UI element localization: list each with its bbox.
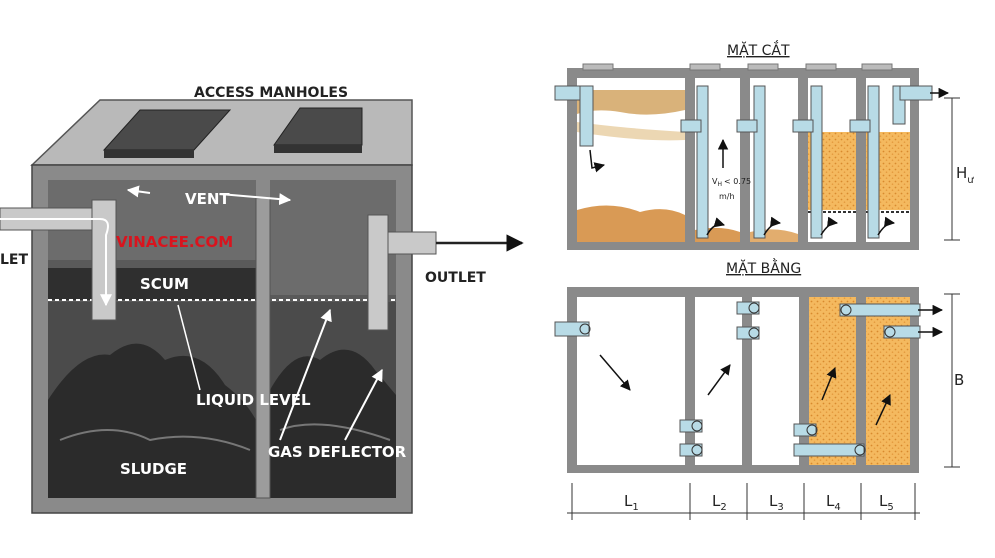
sludge-label: SLUDGE: [120, 460, 187, 478]
width-label: B: [954, 371, 964, 389]
scum-label: SCUM: [140, 275, 189, 293]
gas-deflector-label: GAS DEFLECTOR: [268, 443, 407, 461]
scum-layer: [48, 268, 256, 300]
section-title: MẶT CẮT: [727, 40, 790, 59]
length-label-2: L2: [712, 492, 727, 513]
septic-tank-3d: ACCESS MANHOLES VENT VINACEE.COM LET OUT…: [0, 85, 524, 514]
inlet-label: LET: [0, 252, 28, 268]
height-label: Hư: [956, 164, 974, 186]
outlet-label: OUTLET: [425, 270, 486, 286]
sludge-mass-1: [48, 343, 256, 498]
plan-view: MẶT BẰNG: [554, 258, 964, 520]
access-manholes-label: ACCESS MANHOLES: [194, 85, 348, 101]
length-label-3: L3: [769, 492, 784, 513]
length-label-4: L4: [826, 492, 841, 513]
section-view: MẶT CẮT: [554, 40, 974, 250]
vent-label: VENT: [185, 190, 230, 208]
velocity-unit: m/h: [719, 192, 735, 201]
liquid-level-label: LIQUID LEVEL: [196, 391, 311, 409]
velocity-note: VH< 0.75: [712, 177, 751, 188]
brand-watermark: VINACEE.COM: [116, 233, 233, 251]
plan-title: MẶT BẰNG: [726, 258, 801, 277]
length-label-5: L5: [879, 492, 894, 513]
length-label-1: L1: [624, 492, 639, 513]
